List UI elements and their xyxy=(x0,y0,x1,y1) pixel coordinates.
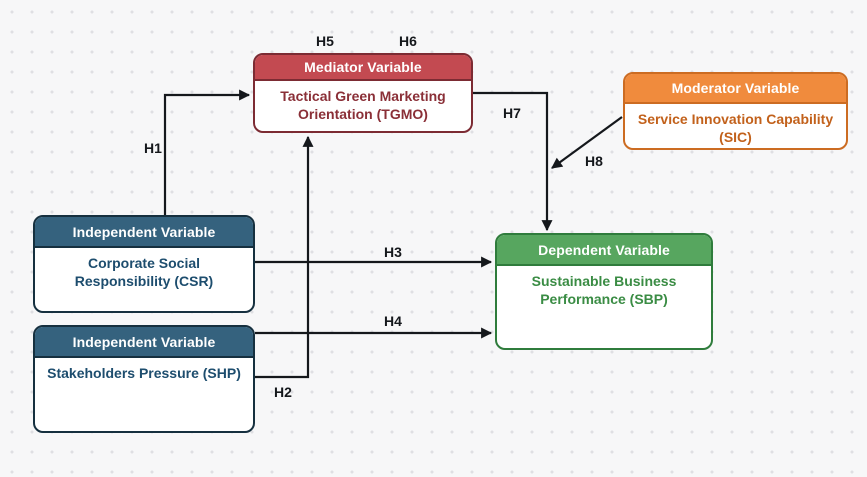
mediator-variable-box: Mediator Variable Tactical Green Marketi… xyxy=(253,53,473,133)
dependent-variable-content: Sustainable Business Performance (SBP) xyxy=(531,273,677,308)
mediator-variable-content: Tactical Green Marketing Orientation (TG… xyxy=(280,88,446,123)
moderator-variable-content: Service Innovation Capability (SIC) xyxy=(637,111,834,146)
hypothesis-label-h4: H4 xyxy=(384,313,402,329)
hypothesis-label-h8: H8 xyxy=(585,153,603,169)
arrow-h2 xyxy=(255,135,314,379)
dependent-variable-box: Dependent Variable Sustainable Business … xyxy=(495,233,713,350)
independent-variable-csr-box: Independent Variable Corporate Social Re… xyxy=(33,215,255,313)
moderator-variable-header: Moderator Variable xyxy=(625,74,846,104)
hypothesis-label-h1: H1 xyxy=(144,140,162,156)
hypothesis-label-h5: H5 xyxy=(316,33,334,49)
hypothesis-label-h3: H3 xyxy=(384,244,402,260)
hypothesis-label-h6: H6 xyxy=(399,33,417,49)
independent-variable-shp-header: Independent Variable xyxy=(35,327,253,358)
mediator-variable-header: Mediator Variable xyxy=(255,55,471,81)
independent-variable-csr-header: Independent Variable xyxy=(35,217,253,248)
moderator-variable-box: Moderator Variable Service Innovation Ca… xyxy=(623,72,848,150)
independent-variable-shp-box: Independent Variable Stakeholders Pressu… xyxy=(33,325,255,433)
dependent-variable-header: Dependent Variable xyxy=(497,235,711,266)
hypothesis-label-h2: H2 xyxy=(274,384,292,400)
independent-variable-csr-content: Corporate Social Responsibility (CSR) xyxy=(74,255,214,290)
arrow-h1 xyxy=(163,89,251,215)
hypothesis-label-h7: H7 xyxy=(503,105,521,121)
independent-variable-shp-content: Stakeholders Pressure (SHP) xyxy=(47,365,241,381)
